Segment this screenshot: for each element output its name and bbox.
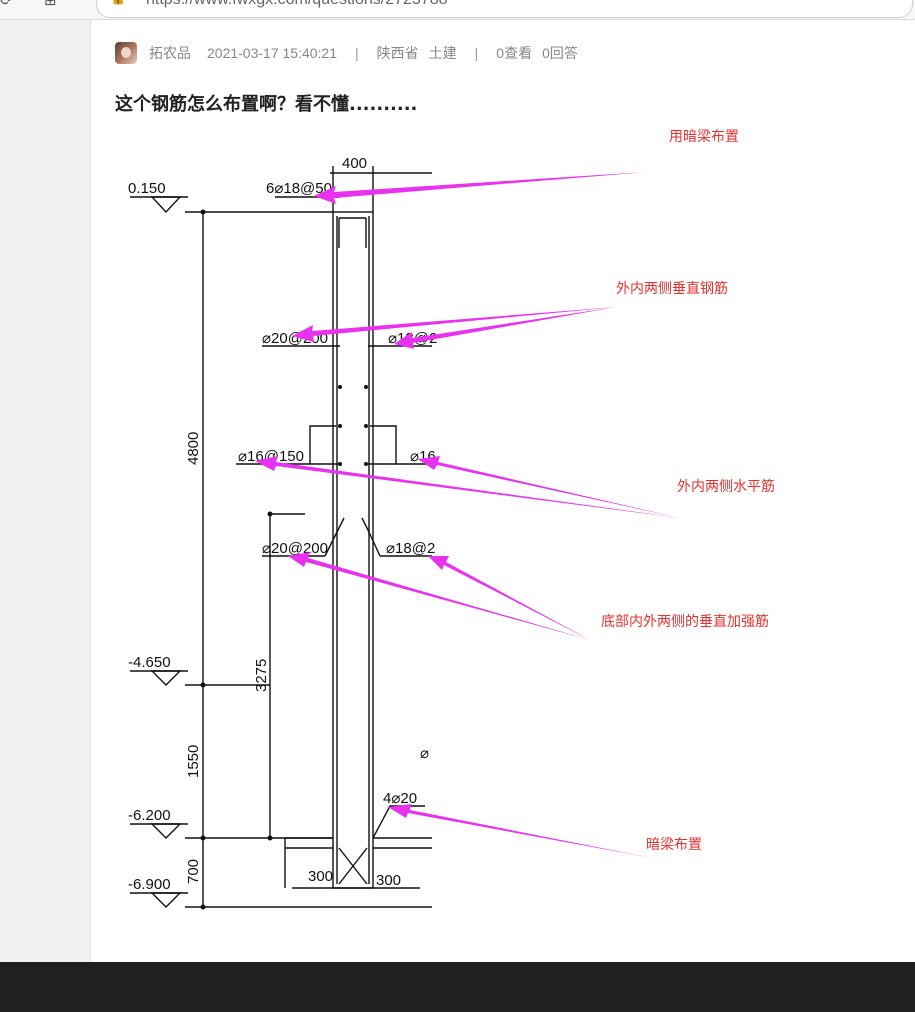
elevation-6200: -6.200: [128, 807, 171, 824]
base-right-dim: 300: [376, 872, 401, 889]
small-rebar-mark: ⌀: [420, 745, 429, 762]
elevation-top: 0.150: [128, 180, 166, 197]
meta-separator: |: [355, 45, 359, 61]
post-datetime: 2021-03-17 15:40:21: [207, 45, 337, 61]
annotation-bottom-add-bars: 底部内外两侧的垂直加强筋: [601, 614, 769, 630]
annotation-arrows: [255, 172, 680, 858]
browser-toolbar: ⟳ ⊞ 🔒 https://www.fwxgx.com/questions/27…: [0, 0, 915, 20]
lock-icon: 🔒: [110, 0, 126, 6]
annotation-hidden-beam-bottom: 暗梁布置: [646, 837, 702, 853]
left-gutter: [0, 20, 91, 962]
wall-section-drawing: 400 0.150 6⌀18@50 ⌀20@200 ⌀18@2 ⌀16@150 …: [128, 155, 680, 910]
annotation-hidden-beam-top: 用暗梁布置: [669, 129, 739, 145]
arrow-horizontal-right: [418, 456, 680, 518]
arrow-hidden-beam-top: [314, 172, 646, 204]
question-title: 这个钢筋怎么布置啊？看不懂..........: [115, 94, 418, 115]
rebar-add-left-label: ⌀20@200: [262, 540, 328, 557]
dim-1550: 1550: [185, 745, 202, 778]
meta-separator: |: [474, 45, 479, 61]
apps-icon[interactable]: ⊞: [44, 0, 57, 9]
arrow-horizontal-left: [255, 456, 680, 518]
annotation-vertical-bars: 外内两侧垂直钢筋: [616, 281, 728, 297]
arrow-add-right: [428, 556, 590, 640]
annotation-horizontal-bars: 外内两侧水平筋: [677, 479, 775, 495]
dim-700: 700: [185, 859, 202, 884]
base-left-dim: 300: [308, 868, 333, 885]
post-province: 陕西省: [376, 45, 419, 61]
dim-3275: 3275: [253, 659, 270, 692]
dim-width-top: 400: [342, 155, 367, 172]
post-meta: 拓农品 2021-03-17 15:40:21 | 陕西省 土建 | 0查看 0…: [115, 42, 578, 64]
elevation-6900: -6.900: [128, 876, 171, 893]
url-text[interactable]: https://www.fwxgx.com/questions/2723788: [146, 0, 448, 9]
view-count: 0查看: [496, 45, 533, 61]
elevation-4650: -4.650: [128, 654, 171, 671]
answer-count: 0回答: [542, 45, 578, 61]
arrow-hidden-beam-bottom: [388, 804, 652, 858]
footer-bar: [0, 962, 915, 1012]
author-name[interactable]: 拓农品: [149, 45, 191, 61]
avatar[interactable]: [115, 42, 137, 64]
refresh-icon[interactable]: ⟳: [0, 0, 13, 9]
dim-4800: 4800: [185, 432, 202, 465]
post-category: 土建: [428, 45, 457, 61]
rebar-top-label: 6⌀18@50: [266, 180, 332, 197]
rebar-add-right-label: ⌀18@2: [386, 540, 435, 557]
arrow-vertical-left: [292, 307, 616, 342]
rebar-bottom-label: 4⌀20: [383, 790, 417, 807]
rebar-horizontal-left-label: ⌀16@150: [238, 448, 304, 465]
